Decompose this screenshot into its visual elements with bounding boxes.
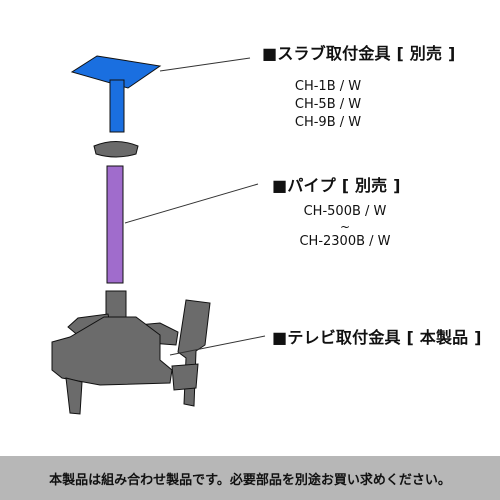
tv-mount-bracket	[51, 290, 211, 415]
pipe-range-from: CH-500B / W	[303, 204, 387, 219]
pipe-range-to: CH-2300B / W	[299, 234, 391, 249]
tv-mount-title: ■テレビ取付金具 [ 本製品 ]	[272, 328, 482, 347]
pipe-leader-line	[124, 183, 259, 224]
pipe-models: CH-500B / W ~ CH-2300B / W	[290, 203, 400, 251]
footer-note-text: 本製品は組み合わせ製品です。必要部品を別途お買い求めください。	[49, 472, 451, 488]
pipe-cap	[93, 141, 139, 158]
tv-mount-leader-line	[169, 335, 266, 356]
slab-model-2: CH-5B / W	[294, 97, 362, 112]
slab-model-3: CH-9B / W	[294, 115, 362, 130]
slab-mount-title: ■スラブ取付金具 [ 別売 ]	[262, 44, 456, 63]
slab-mount-stem	[109, 79, 125, 133]
pipe-title: ■パイプ [ 別売 ]	[272, 176, 401, 195]
slab-mount-models: CH-1B / W CH-5B / W CH-9B / W	[288, 78, 368, 132]
slab-mount-plate	[70, 55, 162, 89]
footer-note-bar: 本製品は組み合わせ製品です。必要部品を別途お買い求めください。	[0, 456, 500, 500]
slab-leader-line	[159, 57, 251, 72]
mount-assembly-diagram	[51, 55, 266, 415]
pipe-bar	[106, 165, 124, 284]
pipe-range-separator: ~	[339, 220, 351, 234]
slab-model-1: CH-1B / W	[294, 79, 362, 94]
